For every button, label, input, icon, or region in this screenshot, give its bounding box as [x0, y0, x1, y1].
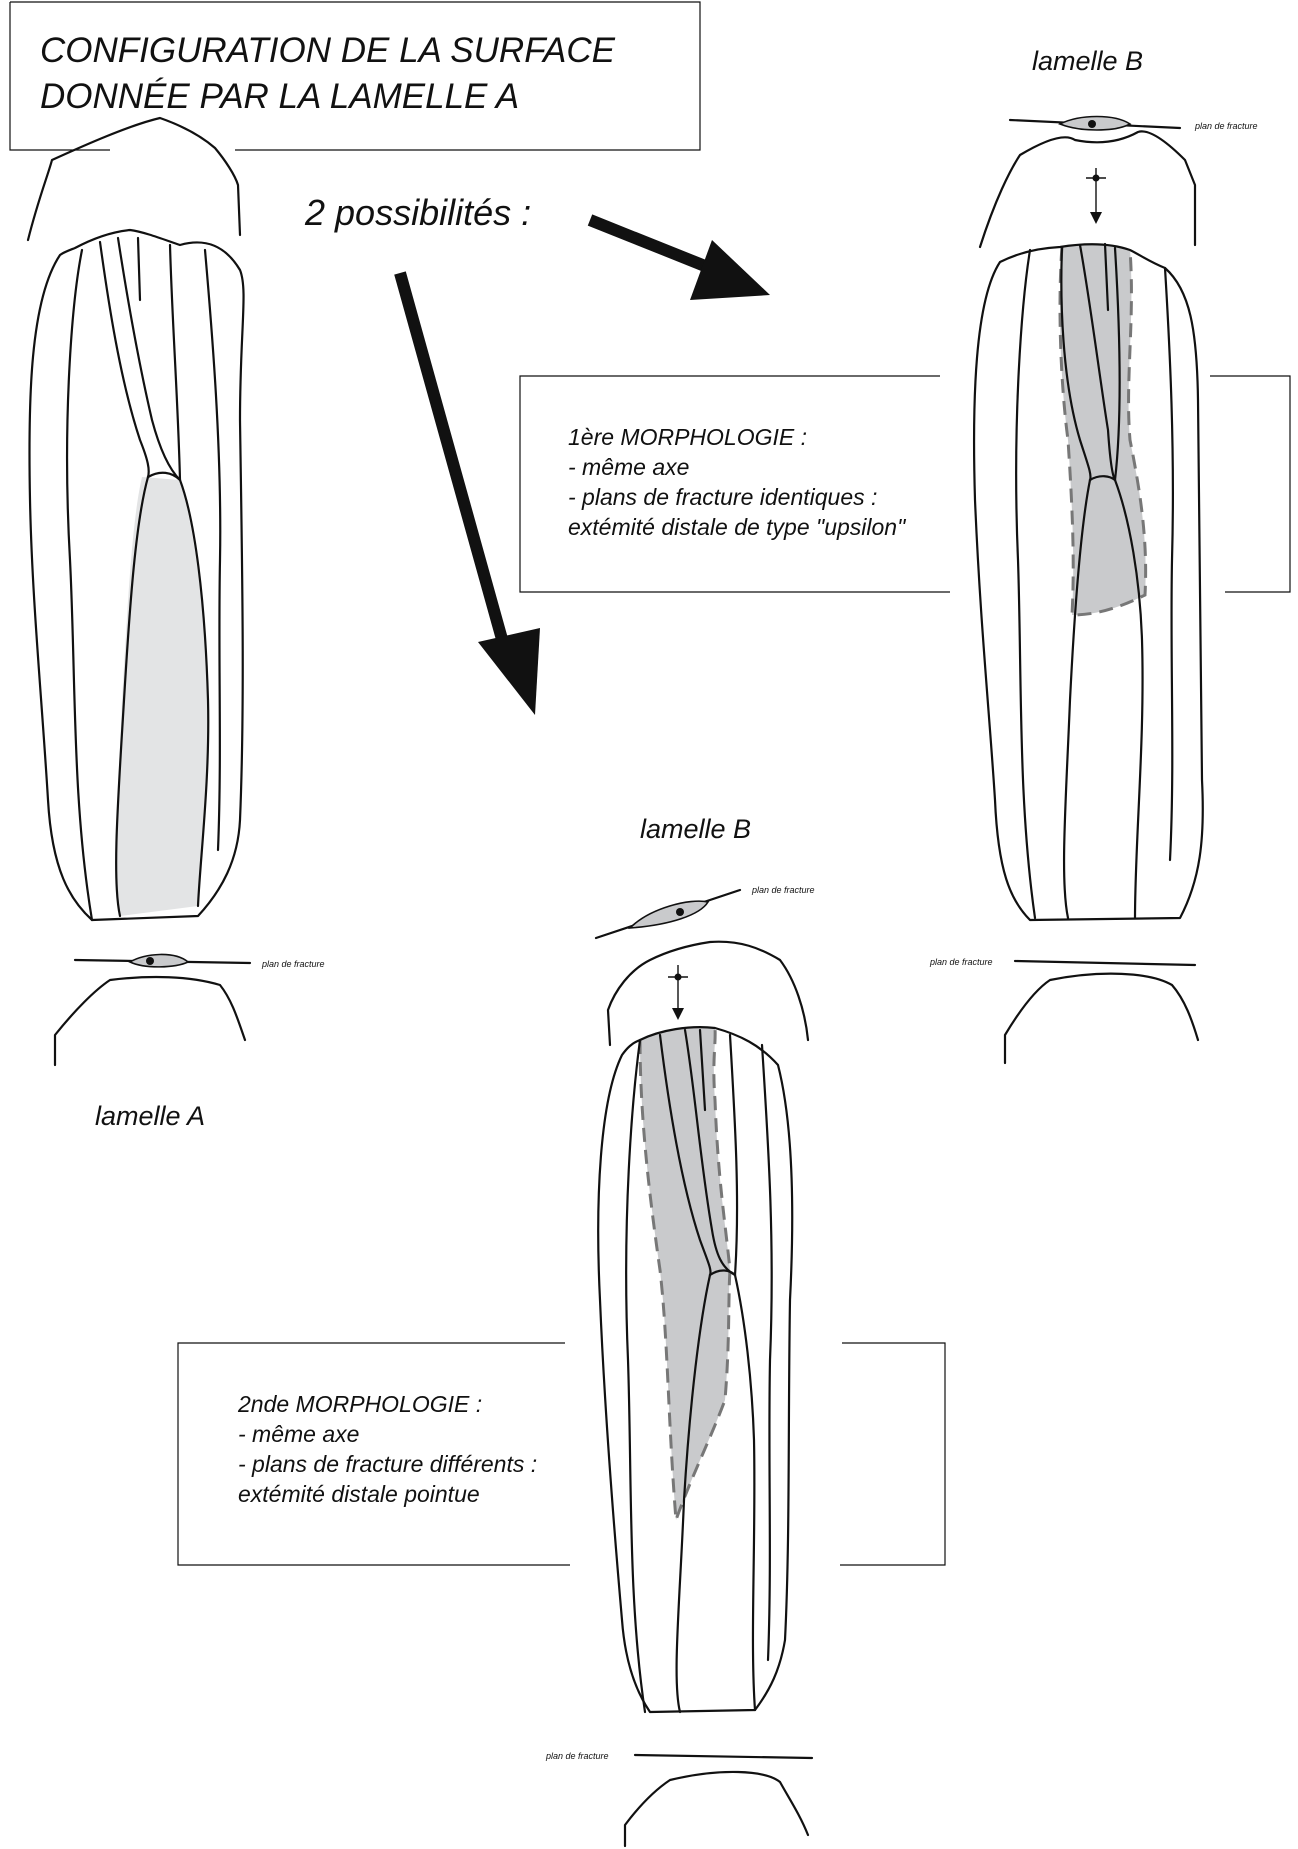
morphology-1-line-2: - plans de fracture identiques :: [568, 484, 877, 510]
lamelle-b-bottom-bottom-fracture-line: [635, 1755, 812, 1758]
lamelle-a-ridge-7: [170, 245, 180, 480]
lamelle-b-top-axis-arrow: [1090, 212, 1102, 224]
lamelle-b-bottom-bottom-fracture-label: plan de fracture: [545, 1751, 609, 1761]
title-box-frame-corner: [10, 2, 40, 120]
lamelle-b-top-ridge-8: [1165, 268, 1173, 860]
possibilities-text: 2 possibilités :: [304, 192, 531, 233]
arrow-right: [590, 220, 770, 300]
morphology-1-line-3: extémité distale de type "upsilon": [568, 514, 907, 540]
morphology-2-heading: 2nde MORPHOLOGIE :: [237, 1391, 482, 1417]
lamelle-b-top-ridge-1: [1016, 250, 1035, 918]
lamelle-b-bottom-axis-point: [675, 974, 682, 981]
lamelle-b-bottom-drawing: lamelle B plan de fracture plan de fract…: [545, 814, 815, 1846]
lamelle-b-bottom-ridge-7: [730, 1035, 737, 1275]
lamelle-a-fracture-lens: [130, 954, 188, 966]
title-box: CONFIGURATION DE LA SURFACE DONNÉE PAR L…: [10, 2, 700, 150]
lamelle-a-top-section: [28, 118, 240, 240]
lamelle-b-bottom-axis-dot: [676, 908, 684, 916]
lamelle-b-top-bottom-section: [1005, 974, 1198, 1063]
lamelle-b-top-drawing: lamelle B plan de fracture plan de fract…: [929, 46, 1258, 1063]
morphology-2-line-3: extémité distale pointue: [238, 1481, 480, 1507]
morphology-1-heading: 1ère MORPHOLOGIE :: [568, 424, 807, 450]
morphology-2-line-2: - plans de fracture différents :: [238, 1451, 537, 1477]
arrow-right-head: [690, 240, 770, 300]
arrow-down-shaft: [400, 273, 505, 650]
morphology-1-box: 1ère MORPHOLOGIE : - même axe - plans de…: [520, 376, 1290, 592]
lamelle-b-top-bottom-fracture-label: plan de fracture: [929, 957, 993, 967]
lamelle-b-bottom-label: lamelle B: [640, 814, 751, 844]
title-box-frame-left: [10, 120, 110, 150]
lamelle-b-bottom-ridge-8: [762, 1045, 772, 1660]
lamelle-b-bottom-ridge-1: [626, 1040, 645, 1712]
lamelle-b-top-bottom-fracture-line: [1015, 961, 1195, 965]
lamelle-a-fracture-label: plan de fracture: [261, 959, 325, 969]
morphology-1-frame-right: [1210, 376, 1290, 592]
lamelle-a-axis-dot: [146, 957, 154, 965]
lamelle-b-top-fracture-label: plan de fracture: [1194, 121, 1258, 131]
title-box-frame: [40, 2, 700, 150]
lamelle-a-drawing: plan de fracture lamelle A: [28, 118, 325, 1131]
lamelle-b-top-axis-point: [1093, 175, 1100, 182]
lamelle-b-top-label: lamelle B: [1032, 46, 1143, 76]
lamelle-a-ridge-1: [67, 250, 92, 920]
morphology-2-box: 2nde MORPHOLOGIE : - même axe - plans de…: [178, 1343, 945, 1565]
title-line-2: DONNÉE PAR LA LAMELLE A: [40, 77, 519, 116]
lamelle-b-bottom-axis-arrow: [672, 1008, 684, 1020]
lamelle-b-bottom-fracture-lens: [630, 901, 708, 928]
arrow-down: [400, 273, 540, 715]
morphology-1-line-1: - même axe: [568, 454, 689, 480]
title-line-1: CONFIGURATION DE LA SURFACE: [40, 31, 616, 70]
lamelle-b-bottom-bottom-section: [625, 1772, 808, 1846]
morphology-2-line-1: - même axe: [238, 1421, 359, 1447]
arrow-right-shaft: [590, 220, 710, 268]
arrow-down-head: [478, 628, 540, 715]
morphology-2-frame-right: [840, 1343, 945, 1565]
lamelle-a-ridge-4: [138, 238, 140, 300]
lamelle-a-label: lamelle A: [95, 1101, 205, 1131]
lamelle-b-top-section: [980, 131, 1195, 247]
lamelle-b-bottom-fracture-label: plan de fracture: [751, 885, 815, 895]
lamelle-a-bottom-section: [55, 977, 245, 1065]
lamelle-b-top-axis-dot: [1088, 120, 1096, 128]
